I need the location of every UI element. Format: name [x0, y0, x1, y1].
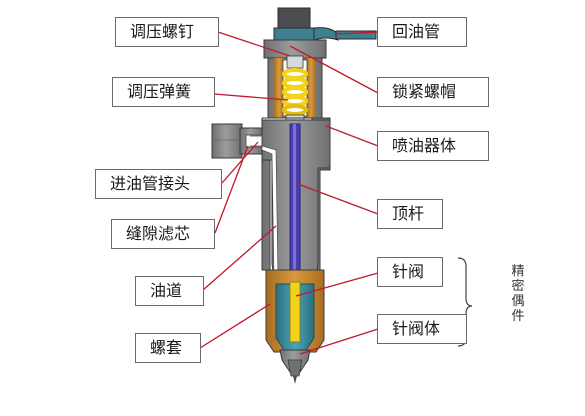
label-injector-body: 喷油器体 — [377, 131, 489, 161]
leader-oil-passage — [202, 225, 277, 291]
label-adjusting-screw: 调压螺钉 — [115, 17, 219, 47]
needle-valve-part — [289, 281, 301, 343]
label-nut-sleeve: 螺套 — [135, 333, 201, 363]
leader-push-rod — [297, 183, 379, 215]
spring-part — [282, 68, 308, 116]
leader-lines — [199, 31, 379, 355]
leader-adjusting-screw — [217, 31, 291, 57]
leader-return-pipe — [335, 31, 379, 35]
return-pipe-fitting — [273, 7, 377, 41]
label-oil-passage: 油道 — [135, 276, 204, 306]
adjusting-screw-part — [286, 55, 304, 69]
label-return-pipe: 回油管 — [377, 17, 467, 47]
label-pressure-spring: 调压弹簧 — [112, 77, 215, 107]
label-needle-valve: 针阀 — [377, 257, 443, 287]
label-gap-filter: 缝隙滤芯 — [111, 219, 215, 249]
leader-gap-filter — [214, 145, 249, 234]
label-inlet-connector: 进油管接头 — [95, 169, 222, 199]
injector-drawing — [211, 7, 377, 384]
leader-needle-valve-body — [299, 328, 379, 355]
label-push-rod: 顶杆 — [377, 199, 443, 229]
label-precision-pair: 精密偶件 — [511, 264, 525, 324]
label-lock-nut: 锁紧螺帽 — [377, 77, 489, 107]
leader-nut-sleeve — [199, 303, 271, 349]
leader-lock-nut — [289, 45, 379, 94]
leader-needle-valve — [295, 272, 379, 297]
leader-pressure-spring — [213, 93, 289, 101]
label-needle-valve-body: 针阀体 — [377, 314, 467, 344]
leader-injector-body — [325, 125, 379, 147]
leader-inlet-connector — [221, 141, 259, 184]
inlet-connector-part — [211, 123, 263, 159]
